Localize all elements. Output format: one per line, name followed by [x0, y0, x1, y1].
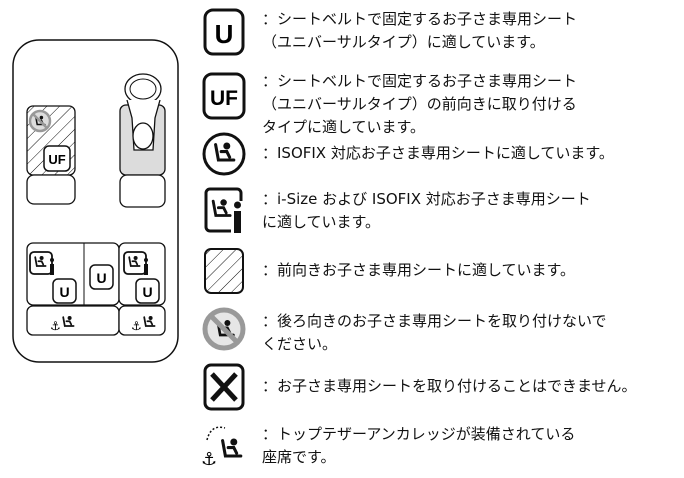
i-size-icon — [29, 251, 54, 275]
svg-text:⚓: ⚓ — [50, 319, 61, 333]
badge-uf: UF — [48, 152, 65, 167]
legend-text-no-rear-facing: ：後ろ向きのお子さま専用シートを取り付けないでください。 — [262, 312, 607, 353]
legend-text-forward-facing: ：前向きお子さま専用シートに適しています。 — [262, 261, 576, 279]
hatched-forward-facing-icon — [204, 248, 244, 294]
badge-u: U — [142, 284, 152, 300]
svg-text:U: U — [215, 19, 234, 49]
top-tether-anchor-icon: ⚓ — [201, 426, 243, 470]
svg-text:⚓: ⚓ — [131, 319, 142, 333]
legend-text-not-allowed: ：お子さま専用シートを取り付けることはできません。 — [262, 377, 637, 395]
i-size-icon — [123, 251, 148, 275]
no-rear-facing-icon — [28, 109, 52, 133]
svg-text:UF: UF — [210, 87, 238, 110]
no-rear-facing-icon — [202, 307, 246, 351]
universal-u-icon: U — [203, 8, 245, 56]
top-tether-anchor-icon: ⚓ — [131, 315, 156, 333]
legend-text-i-size: ：i-Size および ISOFIX 対応お子さま専用シートに適しています。 — [262, 190, 591, 231]
i-size-icon — [204, 187, 243, 233]
badge-u: U — [96, 270, 106, 286]
badge-u: U — [59, 284, 69, 300]
isofix-icon — [202, 132, 246, 176]
rear-seats: U U U ⚓ ⚓ — [26, 242, 166, 336]
not-allowed-x-icon — [203, 363, 245, 411]
top-tether-anchor-icon: ⚓ — [50, 315, 75, 333]
legend-text-top-tether: ：トップテザーアンカレッジが装備されている座席です。 — [262, 425, 576, 466]
legend-text-universal-forward: ：シートベルトで固定するお子さま専用シート（ユニバーサルタイプ）の前向きに取り付… — [262, 72, 578, 136]
seat-layout-diagram: UF U U U ⚓ ⚓ — [12, 39, 179, 363]
driver-seat — [119, 73, 166, 208]
universal-forward-uf-icon: UF — [202, 72, 246, 120]
svg-text:⚓: ⚓ — [201, 449, 217, 470]
legend-text-universal: ：シートベルトで固定するお子さま専用シート（ユニバーサルタイプ）に適しています。 — [262, 10, 578, 51]
legend-text-isofix: ：ISOFIX 対応お子さま専用シートに適しています。 — [262, 144, 614, 162]
front-passenger-seat: UF — [26, 105, 76, 205]
